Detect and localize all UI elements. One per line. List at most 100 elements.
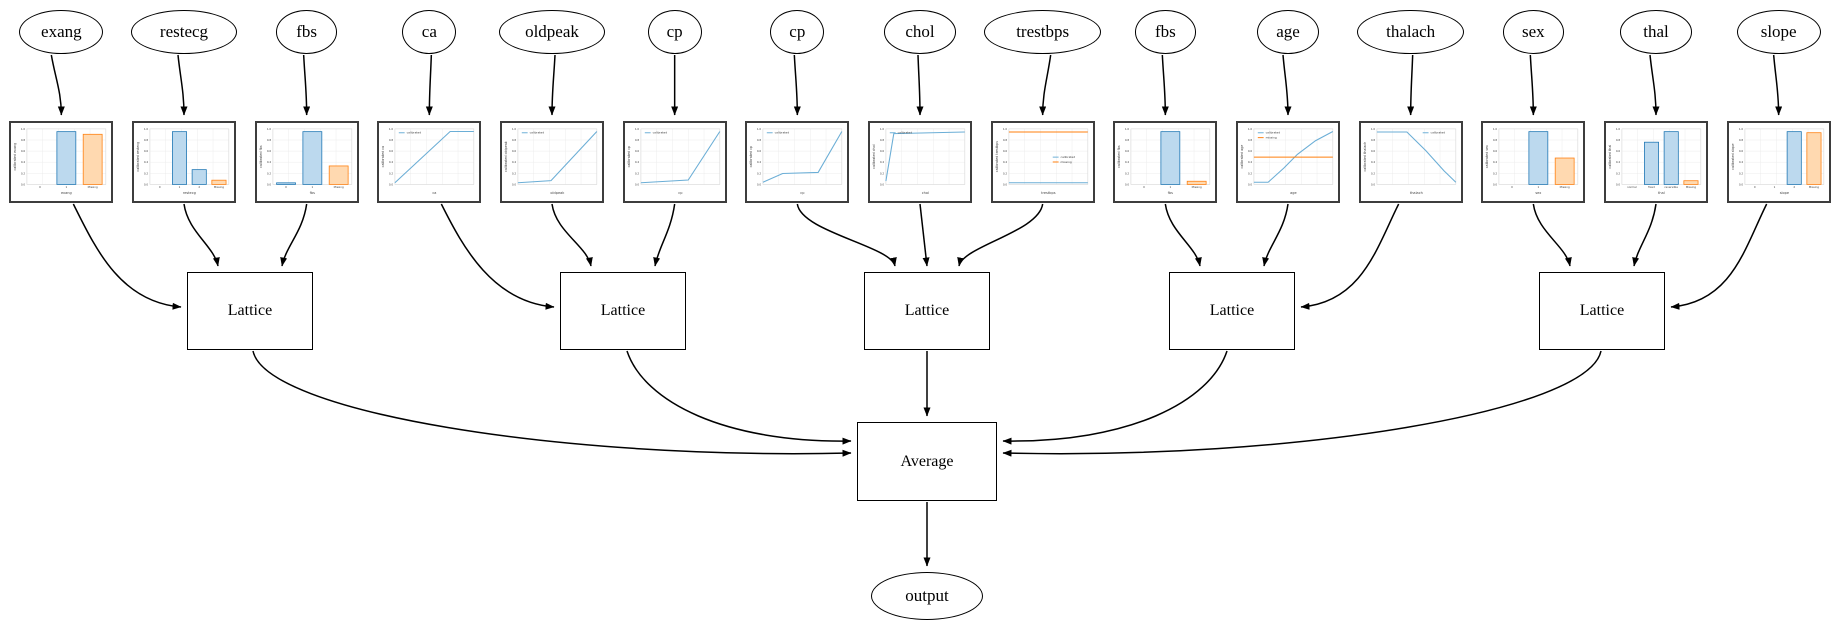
svg-text:oldpeak: oldpeak <box>550 191 565 195</box>
lattice-node-5: Lattice <box>1539 272 1665 350</box>
svg-text:ca: ca <box>433 191 437 195</box>
svg-text:0: 0 <box>159 185 161 189</box>
svg-text:0.6: 0.6 <box>21 149 26 153</box>
svg-text:2: 2 <box>198 185 200 189</box>
input-node-age-label: age <box>1276 22 1300 41</box>
svg-text:1.0: 1.0 <box>1002 127 1007 131</box>
input-node-trestbps: trestbps <box>983 10 1102 54</box>
input-node-ca: ca <box>402 10 457 54</box>
input-node-thal-label: thal <box>1643 22 1669 41</box>
svg-text:missing: missing <box>1266 136 1277 140</box>
svg-text:0.4: 0.4 <box>1002 160 1007 164</box>
svg-text:age: age <box>1290 191 1297 195</box>
svg-text:0.8: 0.8 <box>1616 138 1621 142</box>
svg-text:calibrated cp: calibrated cp <box>749 146 753 168</box>
svg-text:cp: cp <box>678 191 683 195</box>
svg-text:0.6: 0.6 <box>144 149 149 153</box>
svg-text:0.8: 0.8 <box>1738 138 1743 142</box>
svg-text:calibrated: calibrated <box>407 131 422 135</box>
svg-text:calibrated: calibrated <box>1430 131 1445 135</box>
input-node-cp-label: cp <box>666 22 683 41</box>
svg-text:0.2: 0.2 <box>1370 171 1375 175</box>
input-node-age: age <box>1257 10 1319 54</box>
svg-text:0.6: 0.6 <box>512 149 517 153</box>
svg-text:missing: missing <box>1060 160 1071 164</box>
svg-text:0.8: 0.8 <box>634 138 639 142</box>
svg-text:calibrated oldpeak: calibrated oldpeak <box>504 141 508 172</box>
svg-text:1: 1 <box>1773 185 1775 189</box>
svg-text:slope: slope <box>1779 191 1788 195</box>
svg-text:0.6: 0.6 <box>757 149 762 153</box>
svg-text:0.4: 0.4 <box>512 160 517 164</box>
svg-text:0.4: 0.4 <box>144 160 149 164</box>
svg-text:0.2: 0.2 <box>389 171 394 175</box>
svg-text:0.6: 0.6 <box>266 149 271 153</box>
svg-text:calibrated chol: calibrated chol <box>872 144 876 169</box>
lattice-node-3: Lattice <box>864 272 990 350</box>
svg-text:fbs: fbs <box>1168 191 1173 195</box>
lattice-node-4: Lattice <box>1169 272 1295 350</box>
svg-text:calibrated fbs: calibrated fbs <box>258 145 262 168</box>
input-node-fbs: fbs <box>1134 10 1197 54</box>
svg-text:0.0: 0.0 <box>144 182 149 186</box>
svg-text:0.6: 0.6 <box>389 149 394 153</box>
svg-text:1.0: 1.0 <box>1616 127 1621 131</box>
svg-text:Missing: Missing <box>88 185 98 189</box>
lattice-node-2-label: Lattice <box>600 302 646 319</box>
svg-text:0.0: 0.0 <box>21 182 26 186</box>
svg-text:0.8: 0.8 <box>1370 138 1375 142</box>
input-node-cp-label: cp <box>789 22 806 41</box>
svg-text:normal: normal <box>1627 185 1637 189</box>
svg-text:0.6: 0.6 <box>1125 149 1130 153</box>
svg-text:cp: cp <box>801 191 806 195</box>
svg-text:Missing: Missing <box>1809 185 1819 189</box>
svg-text:calibrated exang: calibrated exang <box>13 143 17 171</box>
svg-text:0.4: 0.4 <box>389 160 394 164</box>
svg-text:0.0: 0.0 <box>389 182 394 186</box>
svg-text:calibrated: calibrated <box>898 131 913 135</box>
svg-text:sex: sex <box>1536 191 1542 195</box>
svg-text:calibrated cp: calibrated cp <box>626 146 630 168</box>
svg-text:Missing: Missing <box>1192 185 1202 189</box>
input-node-fbs: fbs <box>275 10 338 54</box>
svg-text:calibrated trestbps: calibrated trestbps <box>994 141 998 172</box>
svg-text:0.0: 0.0 <box>1002 182 1007 186</box>
lattice-node-2: Lattice <box>560 272 686 350</box>
output-node-label: output <box>905 586 949 605</box>
svg-text:0.2: 0.2 <box>1738 171 1743 175</box>
svg-text:restecg: restecg <box>183 191 196 195</box>
svg-text:thalach: thalach <box>1410 191 1423 195</box>
svg-text:0.2: 0.2 <box>512 171 517 175</box>
svg-text:0.2: 0.2 <box>1616 171 1621 175</box>
svg-text:0.2: 0.2 <box>757 171 762 175</box>
svg-text:0.4: 0.4 <box>1493 160 1498 164</box>
svg-text:1.0: 1.0 <box>634 127 639 131</box>
svg-text:calibrated age: calibrated age <box>1240 145 1244 169</box>
svg-text:calibrated: calibrated <box>1060 155 1075 159</box>
svg-text:calibrated fbs: calibrated fbs <box>1117 145 1121 168</box>
svg-text:0.4: 0.4 <box>21 160 26 164</box>
svg-text:0.6: 0.6 <box>1493 149 1498 153</box>
output-node: output <box>871 572 983 620</box>
svg-text:calibrated slope: calibrated slope <box>1730 143 1734 169</box>
svg-text:0.6: 0.6 <box>1370 149 1375 153</box>
svg-text:0: 0 <box>1512 185 1514 189</box>
